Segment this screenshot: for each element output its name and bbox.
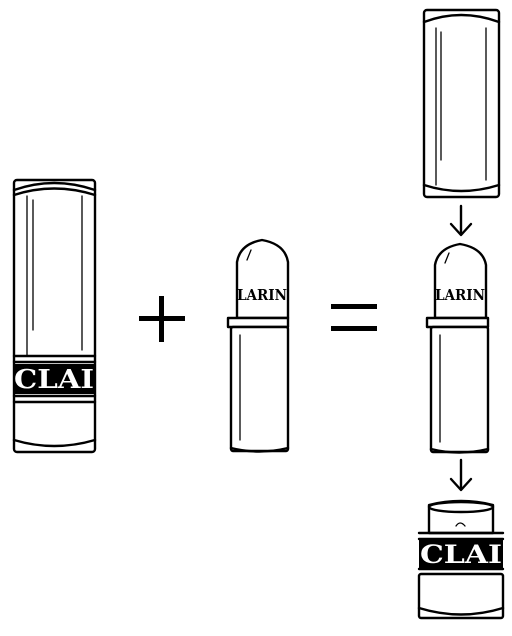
lipstick-refill: LARIN	[226, 238, 290, 453]
refill-brand-lettering: LARIN	[237, 286, 287, 304]
lipstick-cap	[422, 8, 501, 199]
case-base-band-lettering: CLAI	[420, 540, 502, 569]
lipstick-refill-assembly: LARIN	[425, 242, 490, 454]
lipstick-case-base: CLAI	[417, 499, 505, 620]
plus-operator: +	[139, 296, 185, 342]
refill-assembly-brand-lettering: LARIN	[435, 286, 485, 304]
arrow-down-icon	[449, 204, 473, 237]
lipstick-case-closed: CLAI	[12, 178, 97, 454]
equals-operator: =	[331, 304, 377, 331]
case-band-lettering: CLAI	[14, 365, 94, 395]
arrow-down-icon-2	[449, 458, 473, 492]
